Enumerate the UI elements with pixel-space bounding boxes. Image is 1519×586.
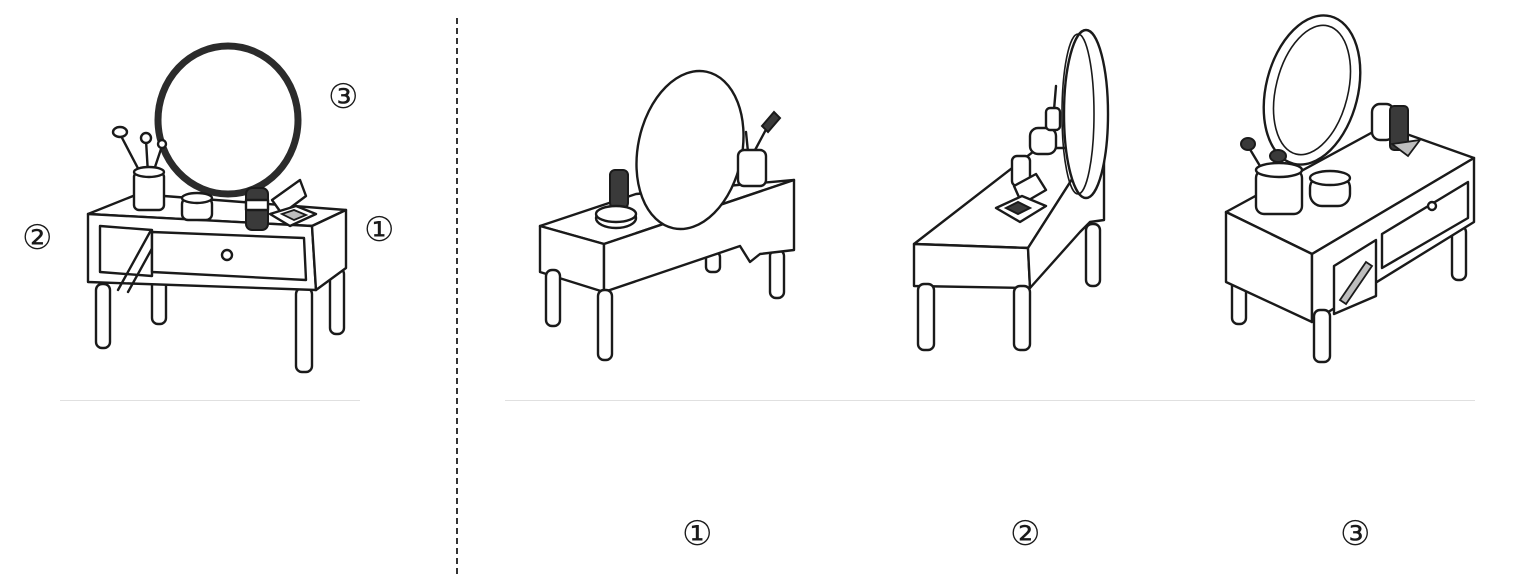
reference-makeup-bottle-icon [244, 187, 270, 231]
reference-label-top: ③ [328, 77, 359, 117]
divider-line [456, 18, 458, 574]
reference-brush-cup-icon [111, 125, 168, 212]
option-2-dressing-table-icon [912, 28, 1110, 352]
reference-compact-icon [268, 178, 318, 228]
reference-round-mirror-icon [154, 42, 302, 198]
reference-cream-jar-icon [180, 191, 214, 222]
reference-label-left: ② [22, 218, 53, 258]
option-label-3[interactable]: ③ [1340, 514, 1371, 554]
baseline-faint-right [505, 400, 1475, 401]
reference-label-front: ① [364, 210, 395, 250]
option-2-mirror-icon [1062, 28, 1110, 200]
option-1-dressing-table-icon [538, 69, 796, 362]
option-3-dressing-table-icon [1224, 14, 1476, 364]
baseline-faint-left [60, 400, 360, 401]
option-label-2[interactable]: ② [1010, 514, 1041, 554]
option-label-1[interactable]: ① [682, 514, 713, 554]
reference-dressing-table-icon [86, 42, 348, 374]
